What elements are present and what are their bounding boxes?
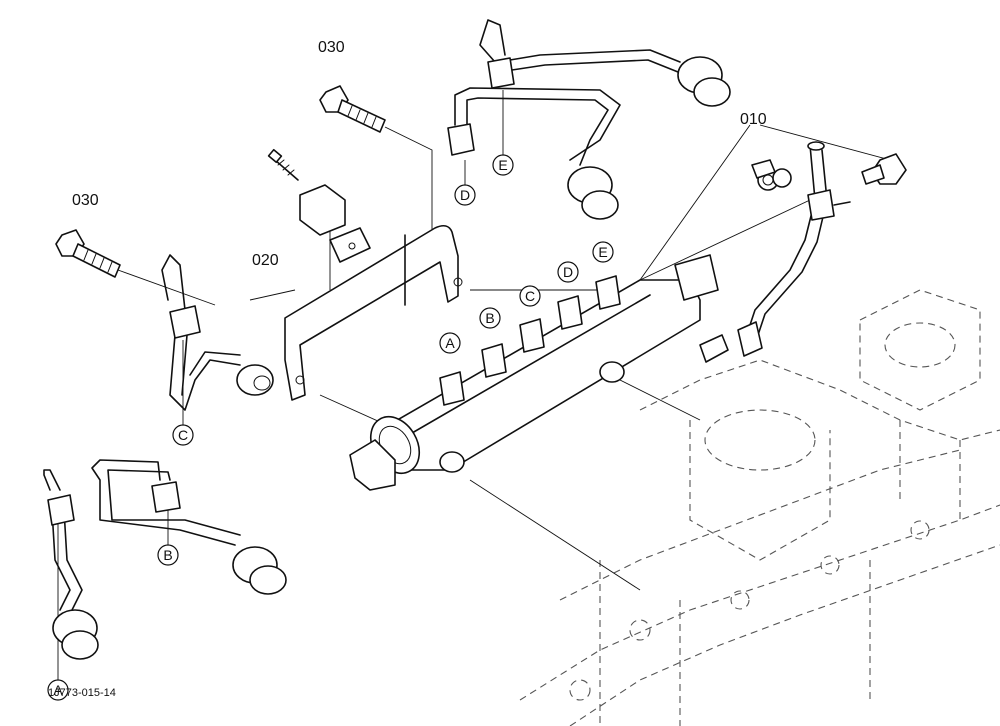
part-number-020: 020 [252,252,279,269]
callout-rail-e: E [592,241,614,263]
callout-pipe-a: A [47,679,69,701]
part-number-010: 010 [740,111,767,128]
svg-text:D: D [460,187,470,203]
callout-pipe-e: E [492,154,514,176]
drawing-number: 1J773-015-14 [48,687,116,699]
engine-block-outline [519,289,1000,726]
callout-rail-a: A [439,332,461,354]
common-rail [349,254,719,491]
callout-rail-c: C [519,285,541,307]
svg-text:D: D [563,264,573,280]
svg-text:B: B [485,310,494,326]
callout-rail-d: D [557,261,579,283]
callout-pipe-c: C [172,424,194,446]
bolt-030-top [319,85,386,133]
callout-rail-b: B [479,307,501,329]
injection-pipe-b [91,459,287,595]
injection-pipe-d [447,87,621,220]
svg-text:A: A [445,335,455,351]
clamp-and-screw [267,148,371,263]
svg-text:C: C [525,288,535,304]
injection-pipe-c [161,254,274,411]
mounting-bracket-020 [284,224,463,401]
bolt-030-left [55,229,121,278]
svg-text:A: A [53,682,63,698]
injection-pipe-a [43,469,99,660]
part-number-030-left: 030 [72,192,99,209]
leader-lines [57,90,891,680]
overflow-pipe-010 [699,141,907,363]
injection-pipe-e [479,19,731,107]
part-number-030-top: 030 [318,39,345,56]
callout-pipe-b: B [157,544,179,566]
svg-text:E: E [498,157,507,173]
svg-text:C: C [178,427,188,443]
callout-pipe-d: D [454,184,476,206]
svg-text:E: E [598,244,607,260]
svg-text:B: B [163,547,172,563]
